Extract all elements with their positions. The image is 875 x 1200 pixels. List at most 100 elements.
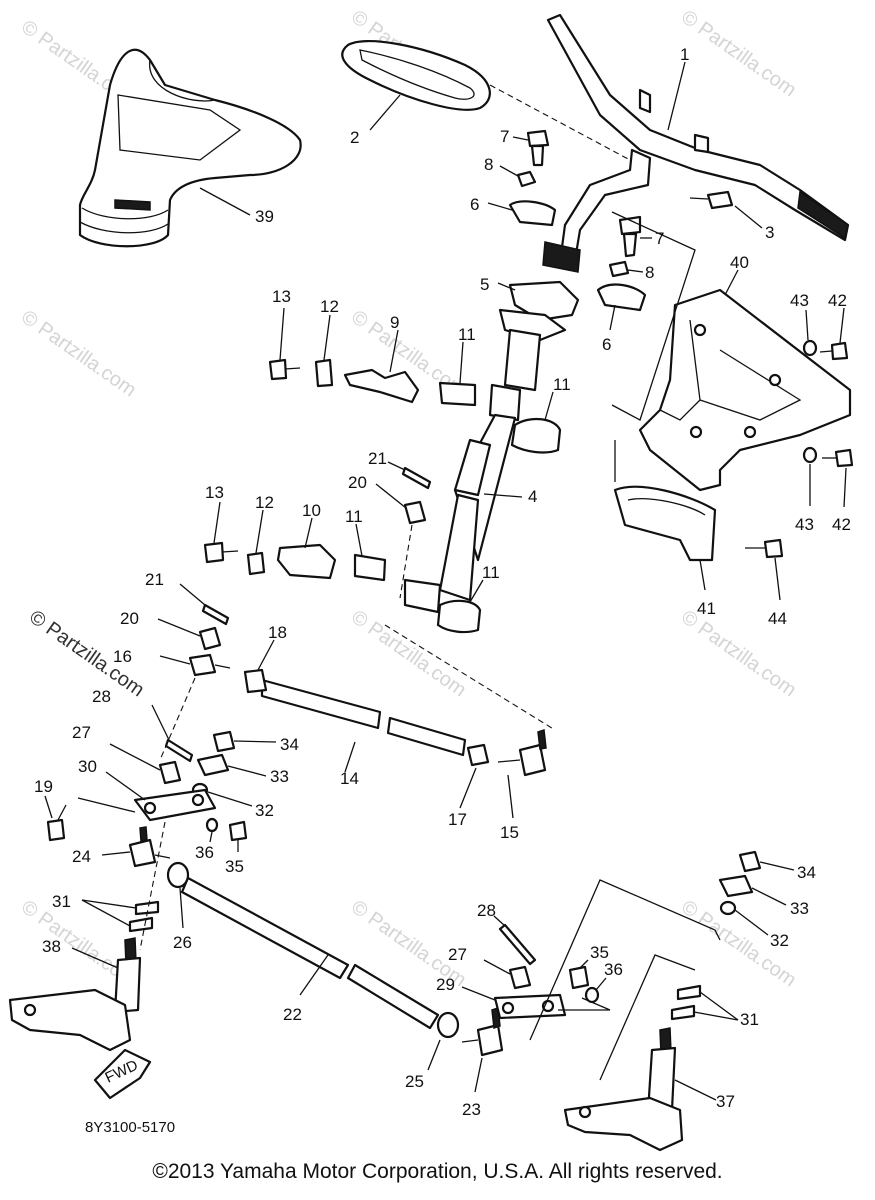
callout-2: 2 <box>350 128 359 147</box>
callout-20a: 20 <box>348 473 367 492</box>
part-33-bracket-right <box>718 874 754 898</box>
part-11-bushing-c <box>353 553 387 582</box>
dashed-guide <box>489 84 631 161</box>
part-20-nut-left <box>198 626 222 651</box>
callout-11b: 11 <box>553 375 571 394</box>
callout-8a: 8 <box>484 155 493 174</box>
callout-31b: 31 <box>740 1010 759 1029</box>
part-29-steering-arm-right <box>493 993 567 1020</box>
callout-21a: 21 <box>368 449 387 468</box>
callout-1: 1 <box>680 45 689 64</box>
guide-line <box>558 997 611 1011</box>
callout-44: 44 <box>768 609 787 628</box>
callout-37: 37 <box>716 1092 735 1111</box>
dashed-guide <box>139 821 166 951</box>
part-43-washer-a <box>802 339 818 357</box>
part-11-bushing-b <box>510 417 562 454</box>
callout-9: 9 <box>390 313 399 332</box>
part-31-collars-right <box>670 984 702 1021</box>
part-26-nut <box>166 861 190 889</box>
callout-41: 41 <box>697 599 716 618</box>
callout-21b: 21 <box>145 570 164 589</box>
callout-4: 4 <box>528 487 537 506</box>
callout-28b: 28 <box>477 901 496 920</box>
part-1-handlebar <box>542 13 850 273</box>
callout-24: 24 <box>72 847 91 866</box>
part-42-bolt-a <box>819 341 849 361</box>
part-12-nut-a <box>314 358 334 388</box>
callout-22: 22 <box>283 1005 302 1024</box>
callout-26: 26 <box>173 933 192 952</box>
part-10-column-holder <box>276 543 337 580</box>
callout-13b: 13 <box>205 483 224 502</box>
part-21-cotter-pin-left <box>201 603 230 626</box>
part-18-nut <box>243 668 268 694</box>
callout-6a: 6 <box>470 195 479 214</box>
part-19-bolt <box>46 804 67 842</box>
callout-35b: 35 <box>590 943 609 962</box>
callout-7a: 7 <box>500 127 509 146</box>
part-35-bolt-left <box>228 820 248 842</box>
part-8-nut-upper <box>516 170 537 188</box>
copyright-notice: ©2013 Yamaha Motor Corporation, U.S.A. A… <box>152 1160 723 1183</box>
callout-10: 10 <box>302 501 321 520</box>
part-43-washer-b <box>802 446 818 464</box>
callout-23: 23 <box>462 1100 481 1119</box>
callout-27a: 27 <box>72 723 91 742</box>
part-25-nut <box>436 1011 460 1039</box>
watermark-text: © Partzilla.com <box>677 6 800 101</box>
callout-12a: 12 <box>320 297 339 316</box>
part-41-cover <box>613 485 717 562</box>
part-28-cotter-pin-left <box>164 738 194 763</box>
part-3-bolt <box>689 190 734 210</box>
callout-36a: 36 <box>195 843 214 862</box>
part-16-ball-joint <box>188 653 231 677</box>
callout-34b: 34 <box>797 863 816 882</box>
callout-43b: 43 <box>795 515 814 534</box>
part-13-bolt-b <box>203 541 239 564</box>
callout-29: 29 <box>436 975 455 994</box>
part-8-nut-lower <box>608 260 630 278</box>
part-7-bolt-lower <box>618 215 642 258</box>
part-2-handlebar-pad <box>341 39 491 111</box>
part-9-column-holder <box>343 368 420 404</box>
part-17-nut <box>466 743 490 767</box>
part-22-tie-rod <box>180 876 440 1030</box>
part-38-steering-spindle-left <box>8 937 142 1052</box>
part-12-nut-b <box>246 551 266 576</box>
part-15-ball-joint <box>497 728 547 777</box>
part-28-cotter-pin-right <box>498 923 537 966</box>
part-33-bracket-left <box>196 753 230 777</box>
callout-36b: 36 <box>604 960 623 979</box>
callout-28a: 28 <box>92 687 111 706</box>
part-27-nut-left <box>158 760 182 785</box>
part-4-steering-column <box>403 328 542 614</box>
part-6-clamp-lower <box>596 283 647 312</box>
callout-8b: 8 <box>645 263 654 282</box>
part-35-bolt-right <box>568 965 590 990</box>
callout-40: 40 <box>730 253 749 272</box>
callout-6b: 6 <box>602 335 611 354</box>
callout-11c: 11 <box>345 507 363 526</box>
callout-33b: 33 <box>790 899 809 918</box>
callout-32b: 32 <box>770 931 789 950</box>
part-34-nut-right <box>738 850 762 873</box>
callout-32a: 32 <box>255 801 274 820</box>
part-6-clamp-upper <box>508 200 557 227</box>
guide-line <box>77 797 136 813</box>
guide-line <box>599 954 696 1081</box>
guide-line <box>611 211 696 421</box>
callout-12b: 12 <box>255 493 274 512</box>
callout-7b: 7 <box>655 229 664 248</box>
callout-31a: 31 <box>52 892 71 911</box>
watermark-text: © Partzilla.com <box>17 306 140 401</box>
callout-42a: 42 <box>828 291 847 310</box>
callout-3: 3 <box>765 223 774 242</box>
callout-15: 15 <box>500 823 519 842</box>
part-20-nut-upper <box>403 500 427 525</box>
part-37-steering-spindle-right <box>563 1027 684 1152</box>
callout-30: 30 <box>78 757 97 776</box>
part-34-nut-left <box>212 730 236 753</box>
callout-38: 38 <box>42 937 61 956</box>
